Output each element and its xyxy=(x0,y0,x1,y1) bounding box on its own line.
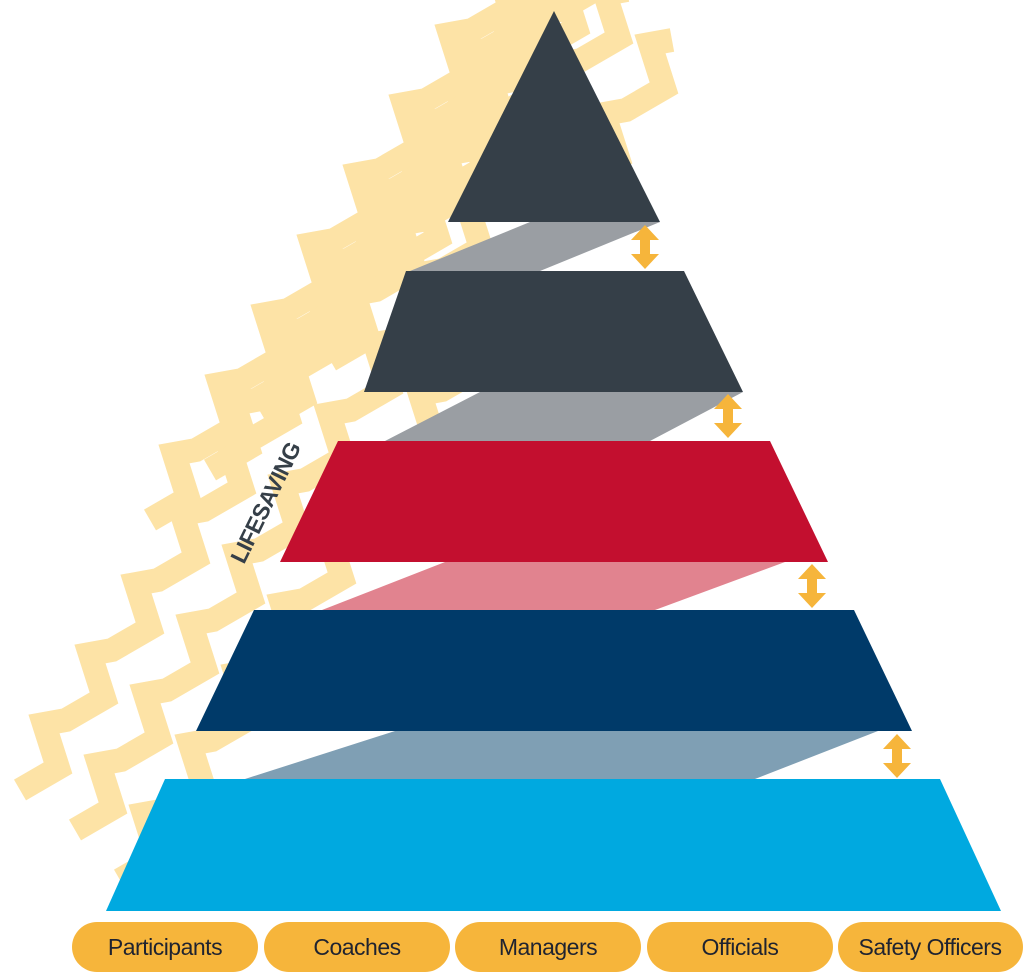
pyramid-tier-middle xyxy=(280,441,828,562)
pyramid-tiers xyxy=(106,11,1001,911)
role-tag-label: Managers xyxy=(499,934,597,960)
double-arrow-icon xyxy=(631,225,659,269)
role-tags: Participants Coaches Managers Officials … xyxy=(72,922,1023,972)
role-tag-label: Officials xyxy=(702,934,779,960)
role-tag-label: Coaches xyxy=(313,934,400,960)
role-tag-managers: Managers xyxy=(455,922,641,972)
double-arrow-icon xyxy=(883,734,911,778)
role-tag-label: Participants xyxy=(108,934,222,960)
role-tag-safety-officers: Safety Officers xyxy=(838,922,1023,972)
connector-band-4 xyxy=(245,731,878,779)
connector-band-1 xyxy=(410,222,660,271)
tier-connectors xyxy=(245,222,878,779)
pyramid-tier-fourth xyxy=(196,610,912,731)
tier-arrows xyxy=(631,225,911,778)
connector-band-3 xyxy=(322,562,785,610)
role-tag-officials: Officials xyxy=(647,922,833,972)
role-tag-label: Safety Officers xyxy=(859,934,1002,960)
double-arrow-icon xyxy=(714,394,742,438)
connector-band-2 xyxy=(385,392,743,441)
pyramid-tier-base xyxy=(106,779,1001,911)
pyramid-tier-top xyxy=(448,11,660,222)
pyramid-tier-second xyxy=(364,271,743,392)
double-arrow-icon xyxy=(798,564,826,608)
role-tag-coaches: Coaches xyxy=(264,922,450,972)
chevron-stripe xyxy=(258,0,565,431)
role-tag-participants: Participants xyxy=(72,922,258,972)
